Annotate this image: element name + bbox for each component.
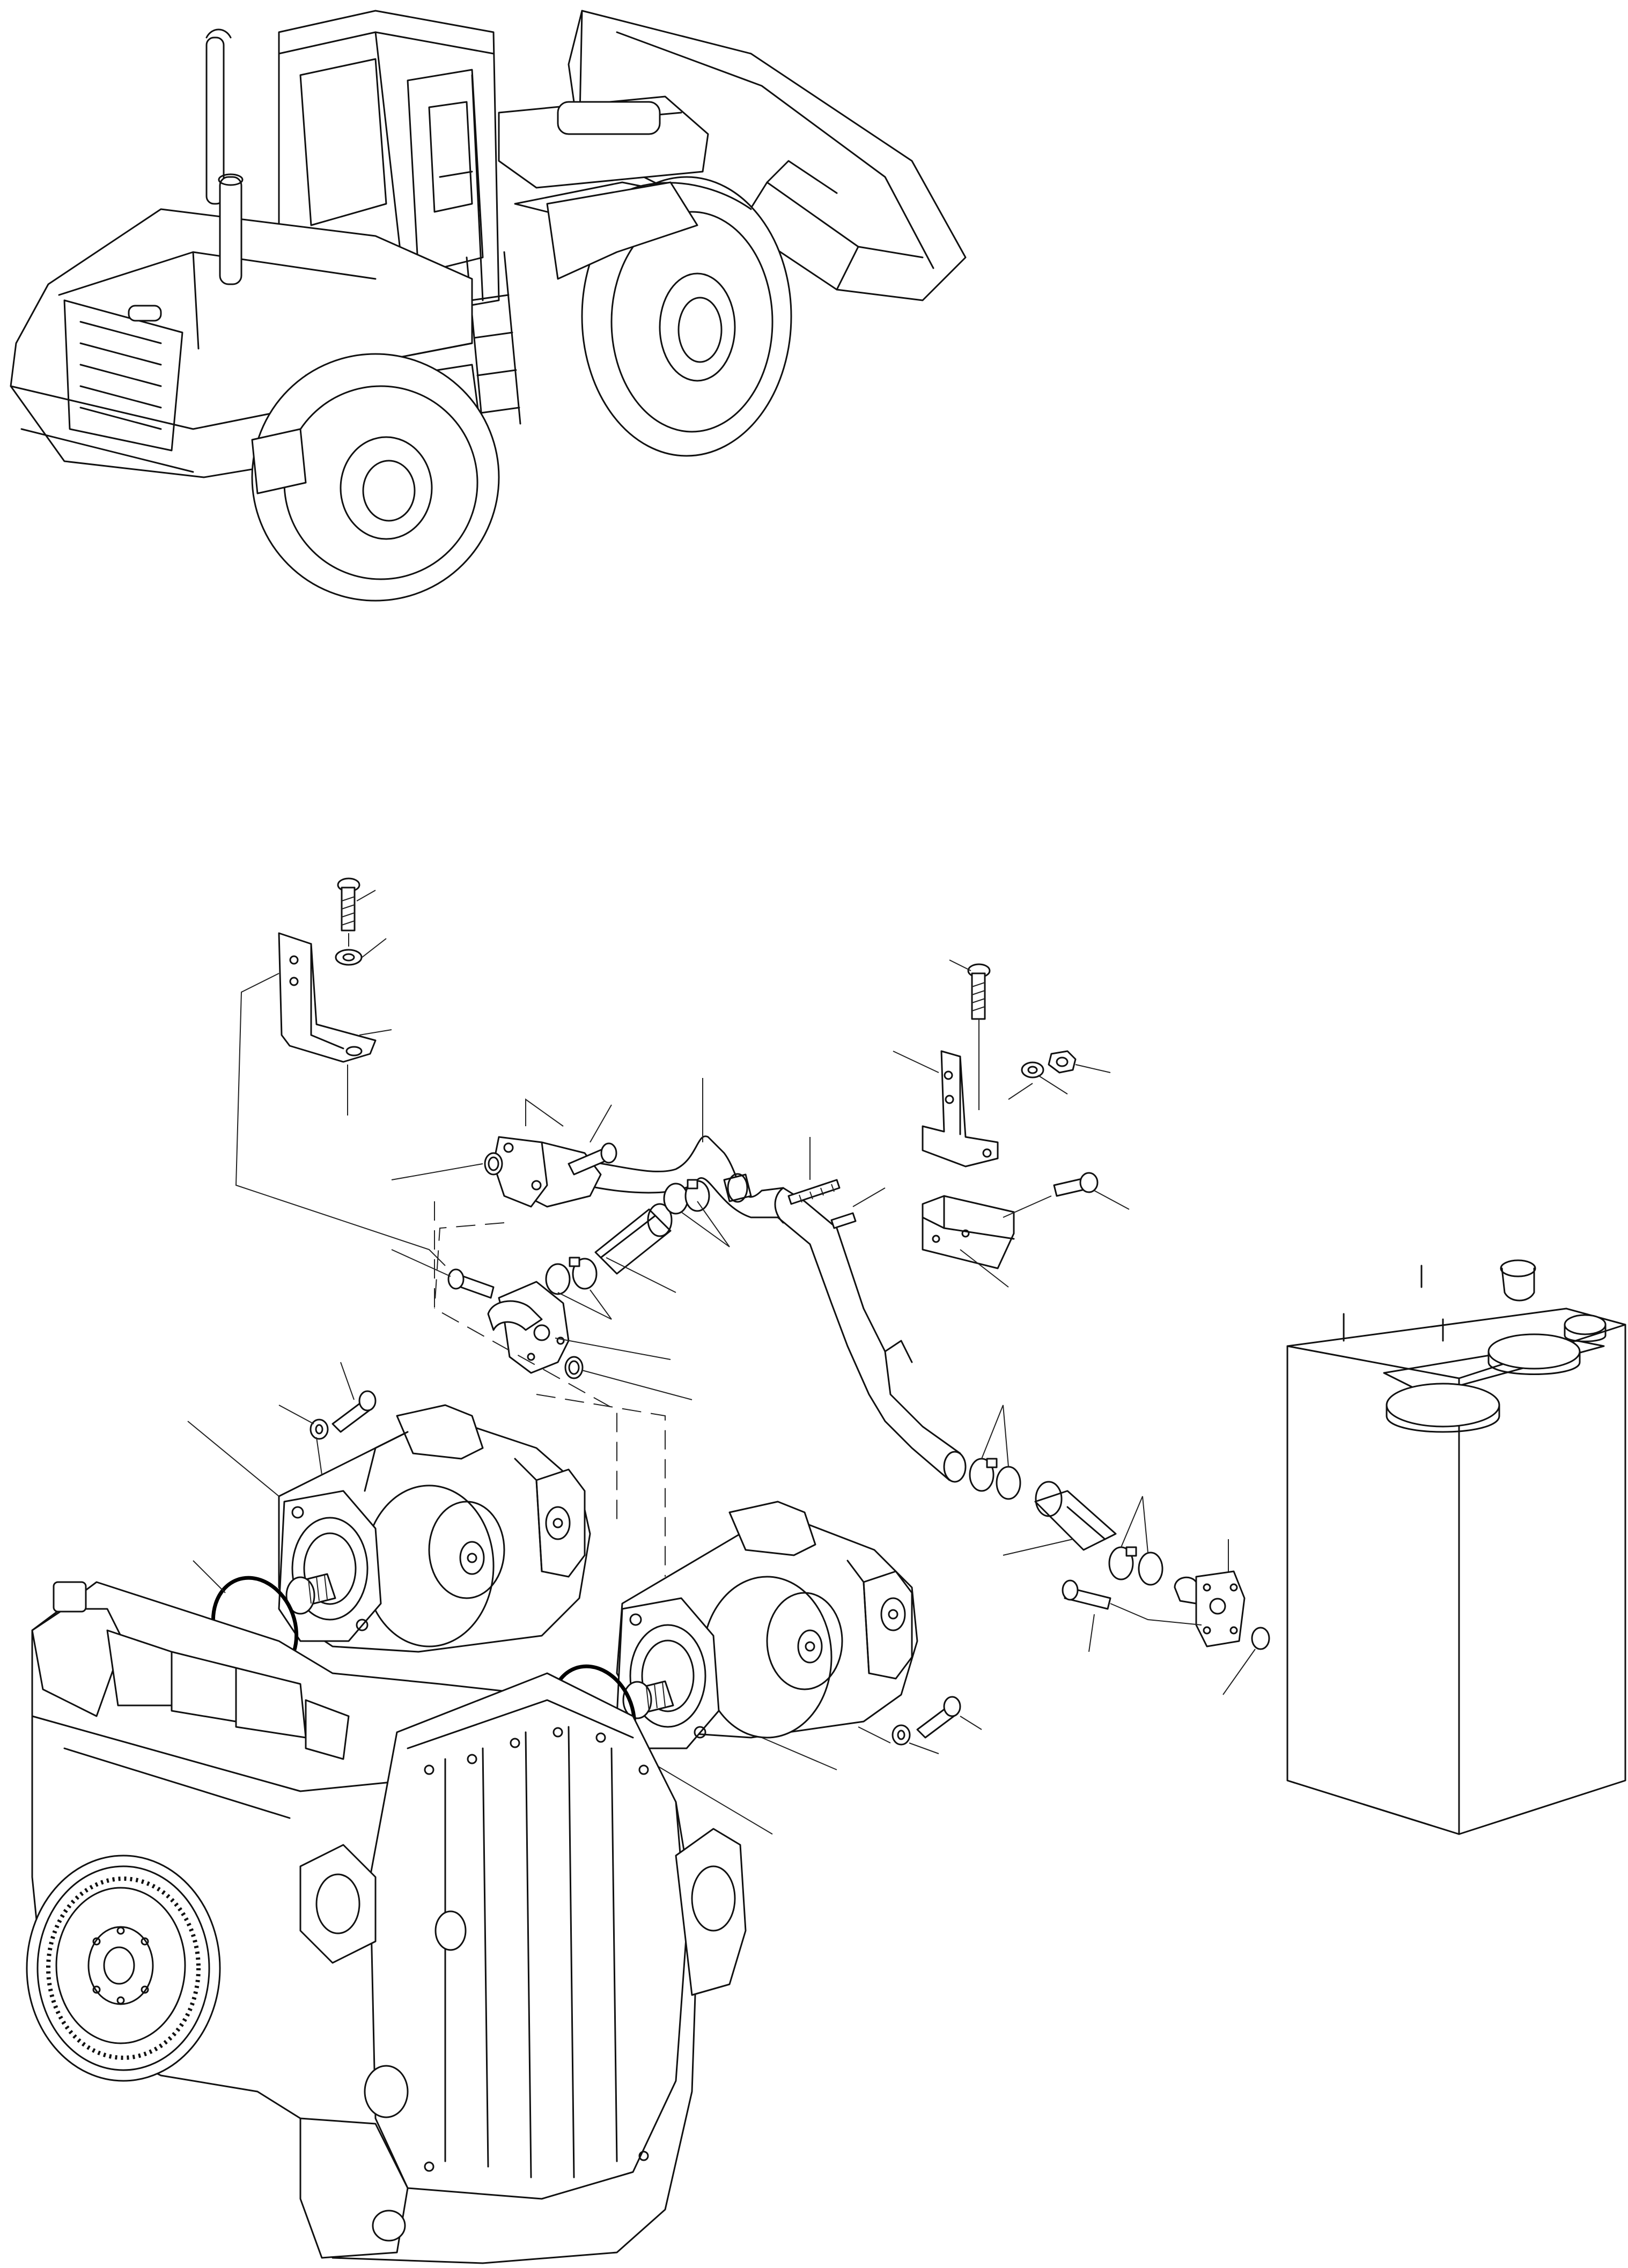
leader-line [681, 1201, 730, 1247]
o-ring-lower [564, 1356, 584, 1379]
leader-line [893, 1051, 939, 1073]
hydraulic-pump-1 [278, 1404, 591, 1653]
bolt-right-top [967, 963, 991, 1020]
leader-line [356, 890, 376, 902]
leader-line [1037, 1075, 1068, 1095]
assembly-dashed-line [536, 1394, 666, 1577]
wheel-loader-illustration [10, 10, 967, 602]
leader-line [581, 1370, 693, 1400]
mounting-bracket-right-upper [922, 1050, 999, 1168]
clamp-bracket-right-lower [922, 1195, 1015, 1269]
suction-pipe-elbow-upper [492, 1136, 602, 1208]
suction-pipe-main [535, 1135, 967, 1483]
leader-line [555, 1338, 671, 1360]
leader-line [1088, 1614, 1095, 1652]
nut-right [1048, 1050, 1077, 1074]
leader-line [981, 1405, 1009, 1467]
leader-line [557, 1289, 612, 1320]
mounting-bracket-left [278, 932, 377, 1063]
hose-lower-right [1034, 1481, 1117, 1551]
stud-bolt [787, 1179, 857, 1229]
hose-clamp [1108, 1546, 1163, 1586]
leader-line [909, 1742, 939, 1754]
hose-upper [723, 1173, 752, 1203]
leader-line [1121, 1496, 1148, 1553]
loader-exhaust-stack [205, 28, 244, 285]
front-fender [546, 181, 698, 280]
leader-line [278, 1405, 314, 1424]
transmission-housing [26, 1581, 747, 2264]
bolt-top-left [337, 877, 360, 932]
leader-line [1003, 1195, 1052, 1218]
leader-line [1110, 1603, 1202, 1626]
bolt-pump-1 [332, 1390, 377, 1433]
loader-rear-wheel [251, 353, 500, 602]
bolt-tank-flange [1062, 1579, 1111, 1610]
leader-line [1075, 1064, 1111, 1073]
leader-line [852, 1187, 886, 1207]
leader-line [359, 1029, 392, 1036]
washer-pump-1 [310, 1419, 329, 1440]
assembly-line [235, 973, 446, 1266]
washer-right [1021, 1061, 1044, 1078]
bolt-flange-upper [568, 1142, 617, 1176]
washer-pump-2 [892, 1724, 911, 1746]
leader-line [858, 1726, 891, 1744]
o-ring-tank [1251, 1627, 1270, 1650]
loader-lift-arm [498, 95, 709, 226]
washer-top-left [335, 949, 363, 966]
suction-pipe-elbow-lower [487, 1281, 570, 1374]
hose-middle [594, 1203, 673, 1275]
hose-clamp [545, 1257, 598, 1295]
leader-line [316, 1437, 322, 1475]
leader-line [1222, 1649, 1256, 1695]
leader-line [960, 1249, 1009, 1288]
leader-line [1094, 1190, 1130, 1210]
leader-line [590, 1104, 612, 1143]
bolt-pump-2 [916, 1696, 961, 1739]
leader-line [949, 959, 971, 971]
leader-line [362, 938, 387, 958]
leader-line [1003, 1539, 1073, 1556]
leader-line [340, 1362, 355, 1400]
bolt-flange-lower [447, 1268, 495, 1299]
leader-line [187, 1421, 279, 1497]
assembly-dashed-line [434, 1201, 617, 1528]
leader-line [391, 1249, 451, 1277]
leader-line [525, 1098, 564, 1127]
leader-line [391, 1163, 483, 1180]
hose-clamp [969, 1458, 1021, 1500]
leader-line [606, 1257, 676, 1293]
o-ring-upper [484, 1152, 503, 1176]
hydraulic-pump-2 [616, 1501, 918, 1749]
assembly-dashed-line [434, 1222, 505, 1309]
leader-line [960, 1716, 982, 1730]
hydraulic-tank [1286, 1259, 1626, 1835]
hose-clamp [663, 1179, 710, 1215]
bolt-right-lower [1053, 1172, 1099, 1197]
leader-line [1008, 1083, 1033, 1100]
leader-line [761, 1737, 837, 1770]
leader-line [193, 1560, 226, 1593]
tank-flange-fitting [1174, 1570, 1246, 1648]
